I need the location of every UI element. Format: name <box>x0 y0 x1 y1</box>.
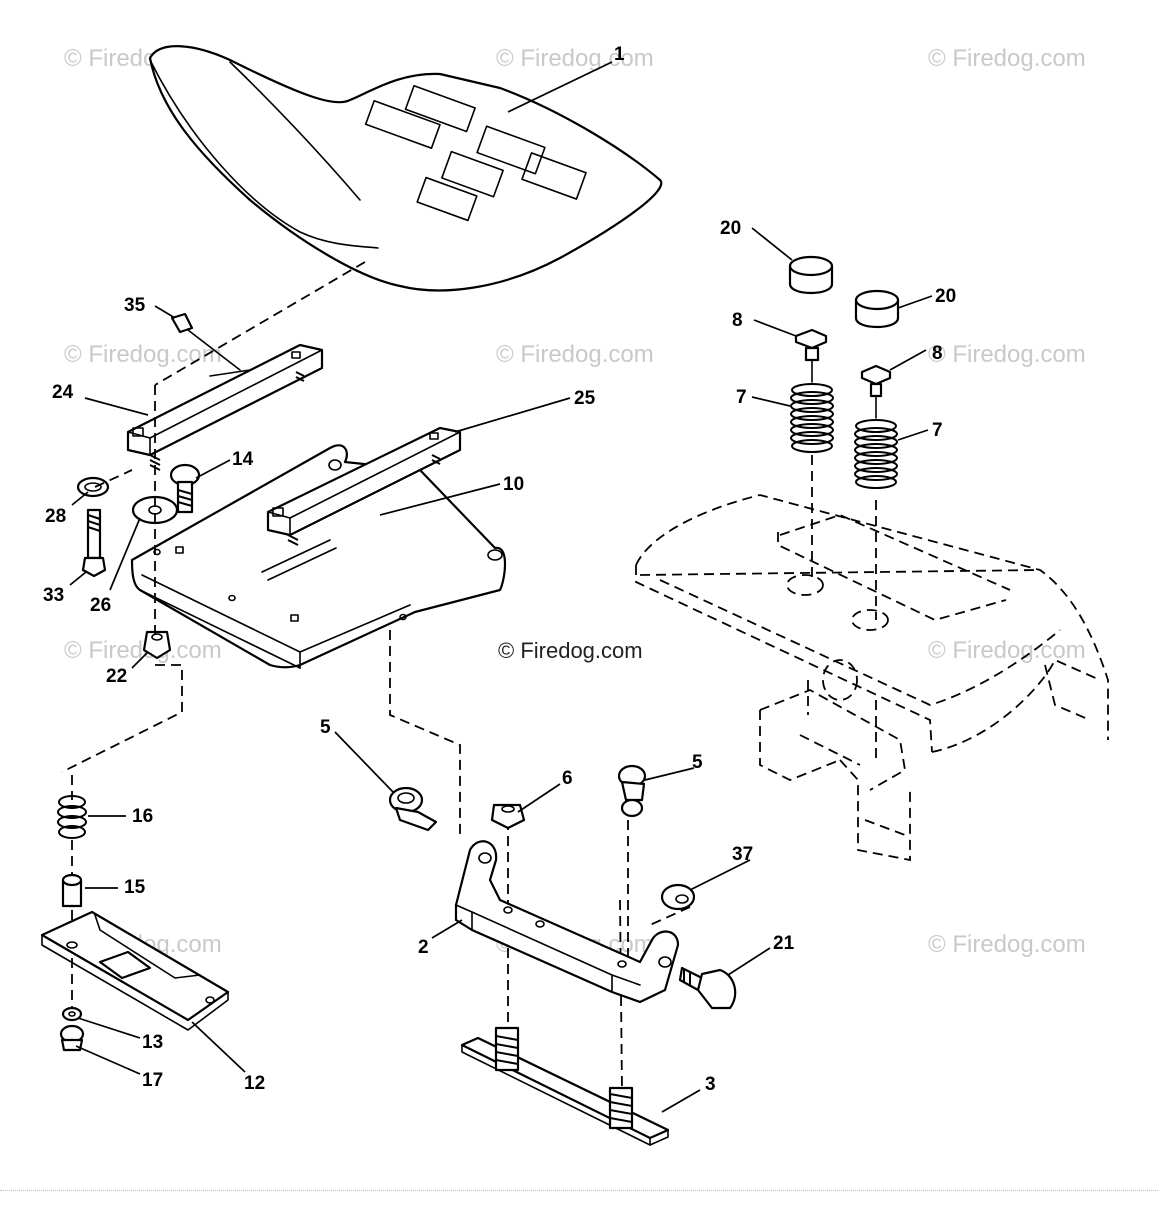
bolt-33 <box>81 508 107 578</box>
leader-lines <box>69 61 933 1113</box>
spring-16 <box>57 795 87 839</box>
callout-37: 37 <box>732 844 753 865</box>
seat-rail-right <box>266 426 462 546</box>
bumper-20-left <box>788 255 834 294</box>
spacer-15 <box>61 873 83 908</box>
callout-14: 14 <box>232 449 254 470</box>
plate-3 <box>460 1026 670 1146</box>
callout-12: 12 <box>244 1073 265 1094</box>
pin-35 <box>170 312 241 371</box>
bolt-8-left <box>794 328 828 383</box>
watermark: © Firedog.com <box>928 931 1086 958</box>
callout-8: 8 <box>932 343 943 364</box>
seat-rail-left <box>126 343 324 471</box>
plate-12 <box>40 910 230 1031</box>
callout-10: 10 <box>503 474 524 495</box>
callout-7: 7 <box>736 387 747 408</box>
watermark: © Firedog.com <box>496 45 654 72</box>
watermark: © Firedog.com <box>496 341 654 368</box>
chassis-outline <box>635 494 1109 862</box>
callout-22: 22 <box>106 666 127 687</box>
watermark: © Firedog.com <box>928 637 1086 664</box>
callout-17: 17 <box>142 1070 163 1091</box>
watermark: © Firedog.com <box>64 637 222 664</box>
stud <box>608 1086 634 1130</box>
callout-21: 21 <box>773 933 795 954</box>
callout-20: 20 <box>720 218 741 239</box>
callout-33: 33 <box>43 585 64 606</box>
nut-17 <box>59 1024 85 1052</box>
center-watermark: © Firedog.com <box>498 638 643 663</box>
callout-35: 35 <box>124 295 146 316</box>
callout-8: 8 <box>732 310 743 331</box>
callout-5: 5 <box>320 717 331 738</box>
hinge-plate <box>130 444 507 669</box>
callout-3: 3 <box>705 1074 716 1095</box>
callout-5: 5 <box>692 752 703 773</box>
callout-20: 20 <box>935 286 956 307</box>
clip-5-right <box>617 764 647 818</box>
callout-24: 24 <box>52 382 74 403</box>
callout-15: 15 <box>124 877 146 898</box>
nut-22 <box>142 630 172 660</box>
bracket-2 <box>454 840 680 1004</box>
watermark: © Firedog.com <box>928 341 1086 368</box>
callout-13: 13 <box>142 1032 163 1053</box>
callout-1: 1 <box>614 44 625 65</box>
clip-5-left <box>388 786 438 832</box>
spring-7-left <box>790 383 834 453</box>
callout-2: 2 <box>418 937 429 958</box>
callout-6: 6 <box>562 768 573 789</box>
stud <box>494 1026 520 1072</box>
callout-28: 28 <box>45 506 66 527</box>
callouts: 1 35 24 25 14 10 28 33 26 22 5 5 6 37 16… <box>43 44 956 1095</box>
bumper-20-right <box>854 289 900 328</box>
carriage-bolt-14 <box>169 463 201 514</box>
watermark: © Firedog.com <box>928 45 1086 72</box>
callout-26: 26 <box>90 595 111 616</box>
washer-13 <box>61 1006 83 1022</box>
washer-28 <box>76 476 110 498</box>
bottom-divider <box>0 1190 1158 1191</box>
spring-7-right <box>854 419 898 489</box>
callout-25: 25 <box>574 388 596 409</box>
seat <box>148 45 663 292</box>
watermark: © Firedog.com <box>64 341 222 368</box>
nut-6 <box>490 803 526 830</box>
nut-37 <box>660 883 696 911</box>
bolt-21 <box>678 966 737 1010</box>
callout-16: 16 <box>132 806 153 827</box>
callout-7: 7 <box>932 420 943 441</box>
bolt-8-right <box>860 364 892 419</box>
